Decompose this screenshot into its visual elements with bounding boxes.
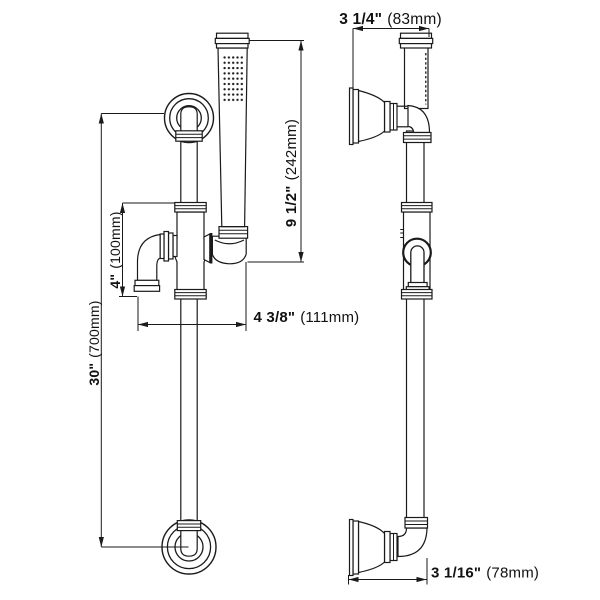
side-view	[348, 32, 434, 577]
dim-top-depth: 3 1/4"(83mm)	[339, 11, 442, 89]
handshower-side	[398, 32, 434, 110]
supply-elbow-front	[133, 230, 178, 292]
handshower-front	[214, 32, 250, 239]
spray-face-dots	[222, 55, 243, 104]
slide-bar-front	[180, 137, 198, 546]
dim-label-supply-offset: 4"(100mm)	[107, 211, 123, 288]
dim-supply-offset: 4"(100mm)	[107, 202, 175, 297]
slider-side	[400, 201, 433, 300]
dim-bar-height: 30"(700mm)	[86, 113, 189, 548]
wand-body-side	[403, 46, 429, 110]
bottom-wallmount-side	[348, 516, 429, 577]
dim-bottom-depth: 3 1/16"(78mm)	[348, 558, 539, 585]
dim-label-handshower-length: 9 1/2"(242mm)	[283, 119, 300, 227]
top-wallmount-side	[348, 87, 432, 146]
top-wallmount-front	[163, 92, 215, 144]
wand-cap	[215, 32, 249, 40]
slider-front	[173, 201, 208, 300]
dim-slider-reach: 4 3/8"(111mm)	[137, 262, 360, 331]
front-view	[133, 32, 250, 575]
dim-label-bottom-depth: 3 1/16"(78mm)	[431, 565, 539, 582]
bottom-wallmount-front	[161, 519, 217, 575]
dim-label-slider-reach: 4 3/8"(111mm)	[254, 309, 360, 326]
handshower-holder-front	[203, 233, 247, 265]
dim-label-top-depth: 3 1/4"(83mm)	[339, 11, 442, 28]
dim-handshower-length: 9 1/2"(242mm)	[247, 40, 304, 263]
dim-label-bar-height: 30"(700mm)	[86, 300, 102, 385]
slide-bar-side	[405, 130, 425, 524]
dimensions: 30"(700mm) 4"(100mm) 9 1/2"(242mm)	[86, 11, 539, 585]
handle-base-rings	[218, 226, 249, 239]
